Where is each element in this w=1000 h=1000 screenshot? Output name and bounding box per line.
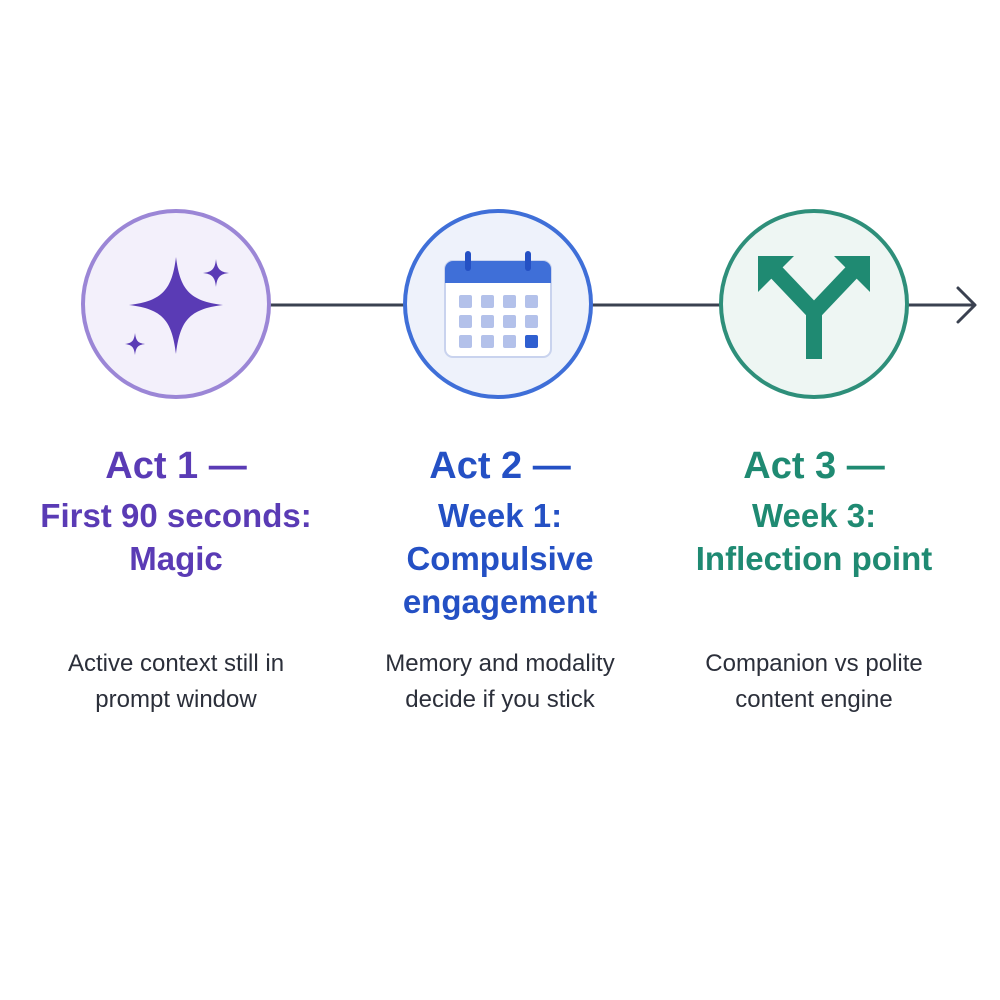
act-1-subtitle-line: First 90 seconds:	[40, 497, 312, 534]
act-2-subtitle: Week 1: Compulsive engagement	[350, 494, 650, 623]
fork-arrow-icon	[758, 256, 870, 359]
act-1-description-line: prompt window	[95, 686, 257, 713]
act-3-description-line: content engine	[735, 686, 893, 713]
act-1-description: Active context still in prompt window	[26, 646, 326, 718]
act-2-circle	[403, 209, 593, 399]
act-2-subtitle-line: engagement	[402, 583, 598, 620]
act-3-subtitle-line: Week 3:	[751, 497, 877, 534]
act-3-description: Companion vs polite content engine	[664, 646, 964, 718]
act-2-description-line: decide if you stick	[405, 686, 595, 713]
act-3-subtitle-line: Inflection point	[695, 540, 933, 577]
sparkle-icon	[125, 257, 229, 355]
arrowhead-icon	[956, 286, 977, 324]
act-2-description-line: Memory and modality	[385, 650, 615, 677]
calendar-icon	[444, 251, 552, 358]
act-3-description-line: Companion vs polite	[705, 650, 923, 677]
act-1-title: Act 1 —	[105, 445, 247, 487]
act-1-circle	[81, 209, 271, 399]
act-1-subtitle: First 90 seconds: Magic	[26, 494, 326, 580]
act-3-title: Act 3 —	[743, 445, 885, 487]
act-2-subtitle-line: Week 1:	[437, 497, 563, 534]
act-2-subtitle-line: Compulsive	[406, 540, 594, 577]
act-2-description: Memory and modality decide if you stick	[350, 646, 650, 718]
act-3-circle	[719, 209, 909, 399]
act-1-subtitle-line: Magic	[129, 540, 223, 577]
act-3-subtitle: Week 3: Inflection point	[664, 494, 964, 580]
act-1-description-line: Active context still in	[67, 650, 285, 677]
act-2-title: Act 2 —	[429, 445, 571, 487]
